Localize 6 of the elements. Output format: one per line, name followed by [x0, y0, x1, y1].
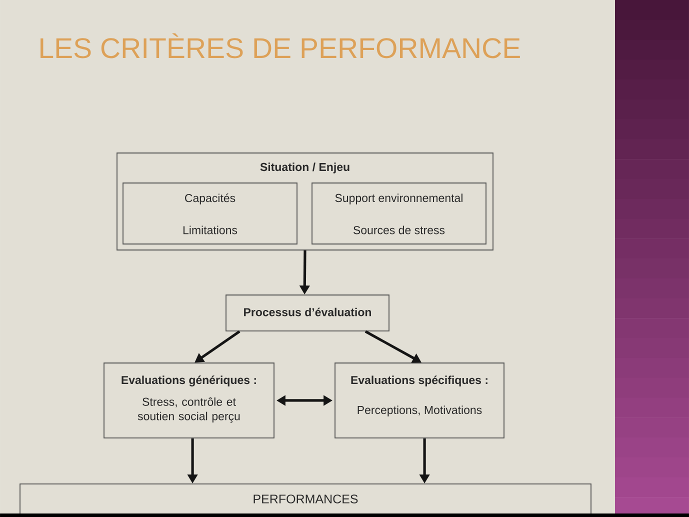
process-box: Processus d’évaluation — [226, 294, 390, 332]
evaluation-box: Evaluations spécifiques : Perceptions, Motivations — [334, 362, 504, 438]
inner-box: Capacités Limitations — [122, 182, 298, 244]
inner-box: Support environnemental Sources de stress — [312, 182, 486, 244]
evaluation-box: Evaluations génériques : Stress, contrôle et soutien social perçu — [104, 362, 274, 438]
title: LES CRITÈRES DE PERFORMANCE — [40, 33, 520, 58]
